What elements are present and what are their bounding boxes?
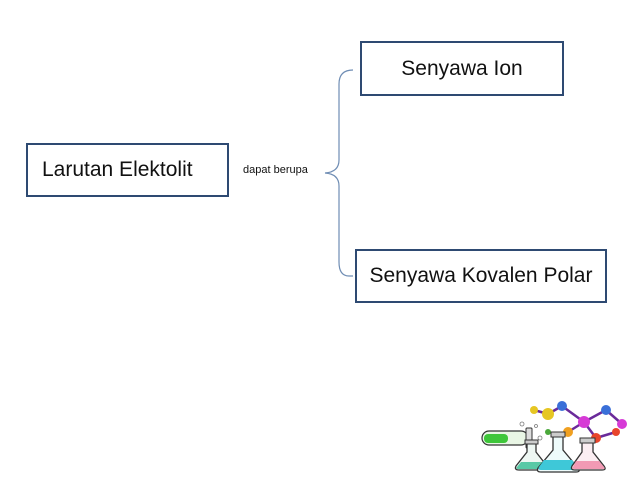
atom-magenta-icon xyxy=(617,419,627,429)
flask-icon xyxy=(570,437,606,471)
node-label: Senyawa Kovalen Polar xyxy=(369,264,593,287)
atom-red-icon xyxy=(612,428,620,436)
bracket-connector xyxy=(324,69,354,277)
atom-blue-icon xyxy=(557,401,567,411)
node-larutan-elektolit: Larutan Elektolit xyxy=(26,143,229,197)
node-senyawa-ion: Senyawa Ion xyxy=(360,41,564,96)
node-senyawa-kovalen-polar: Senyawa Kovalen Polar xyxy=(355,249,607,303)
node-label: Senyawa Ion xyxy=(401,56,523,80)
test-tube-icon xyxy=(481,427,533,449)
atom-yellow-icon xyxy=(542,408,554,420)
atom-magenta-icon xyxy=(578,416,590,428)
atom-yellow-icon xyxy=(530,406,538,414)
relation-label: dapat berupa xyxy=(243,164,308,176)
atom-green-icon xyxy=(545,429,551,435)
node-label: Larutan Elektolit xyxy=(42,158,193,181)
atom-blue-icon xyxy=(601,405,611,415)
